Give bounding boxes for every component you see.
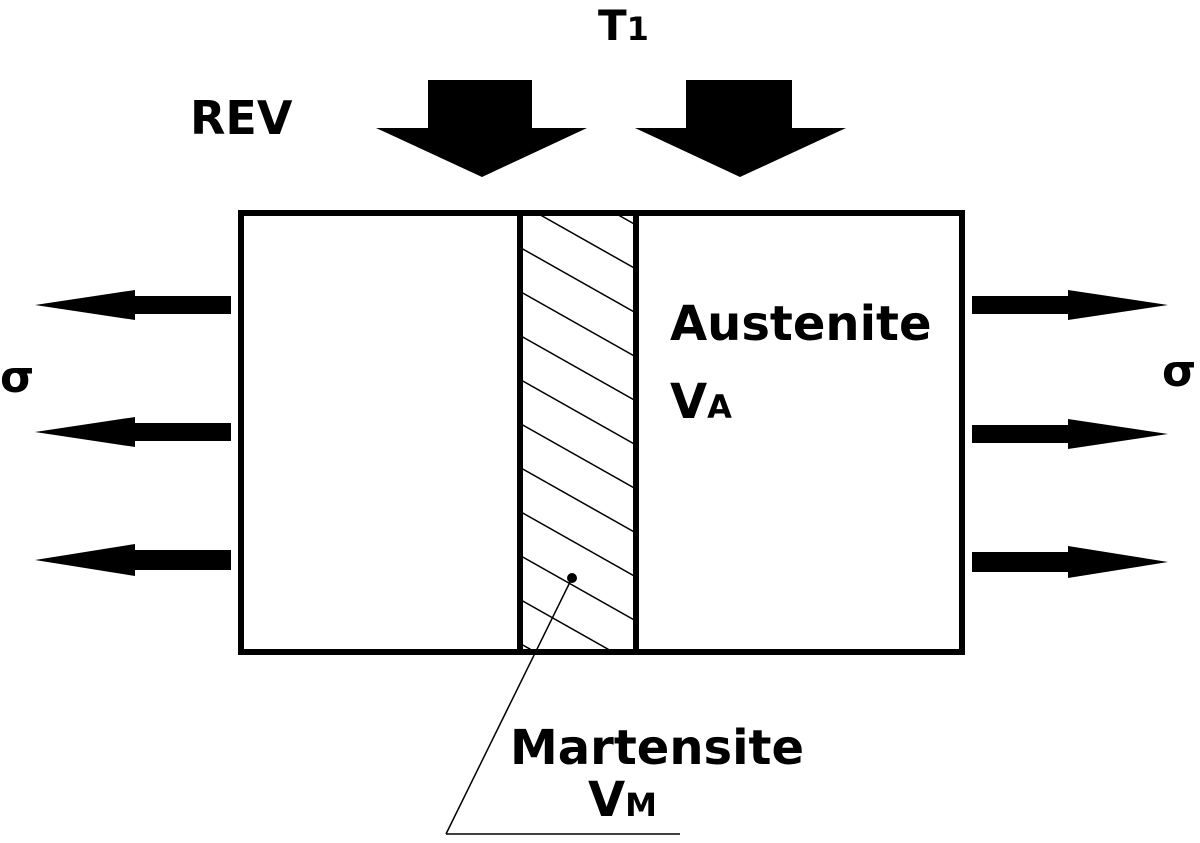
temperature-arrow-right bbox=[635, 80, 846, 177]
rev-box bbox=[238, 210, 965, 655]
martensite-volume-symbol: V bbox=[588, 772, 625, 828]
austenite-volume-symbol: V bbox=[670, 374, 707, 430]
austenite-volume-label: VA bbox=[670, 374, 732, 430]
stress-label-left: σ bbox=[0, 352, 34, 403]
temperature-arrow-left bbox=[376, 80, 587, 177]
martensite-volume-label: VM bbox=[588, 772, 657, 828]
austenite-volume-subscript: A bbox=[707, 388, 732, 426]
stress-arrow-left-1 bbox=[35, 290, 231, 320]
temperature-label: T1 bbox=[598, 1, 649, 50]
martensite-hatch bbox=[521, 215, 636, 650]
stress-label-right: σ bbox=[1162, 346, 1196, 397]
temperature-symbol: T bbox=[598, 1, 627, 50]
austenite-label: Austenite bbox=[670, 296, 932, 352]
temperature-subscript: 1 bbox=[627, 10, 649, 48]
stress-arrow-left-3 bbox=[35, 544, 231, 576]
martensite-label: Martensite bbox=[510, 720, 804, 776]
stress-arrows-left bbox=[35, 290, 231, 576]
rev-label: REV bbox=[190, 91, 293, 145]
stress-arrow-right-1 bbox=[972, 290, 1168, 320]
stress-arrows-right bbox=[972, 290, 1168, 578]
stress-arrow-right-2 bbox=[972, 419, 1168, 449]
stress-arrow-left-2 bbox=[35, 417, 231, 447]
stress-arrow-right-3 bbox=[972, 546, 1168, 578]
martensite-volume-subscript: M bbox=[625, 786, 657, 824]
martensite-leader-line bbox=[445, 577, 573, 835]
